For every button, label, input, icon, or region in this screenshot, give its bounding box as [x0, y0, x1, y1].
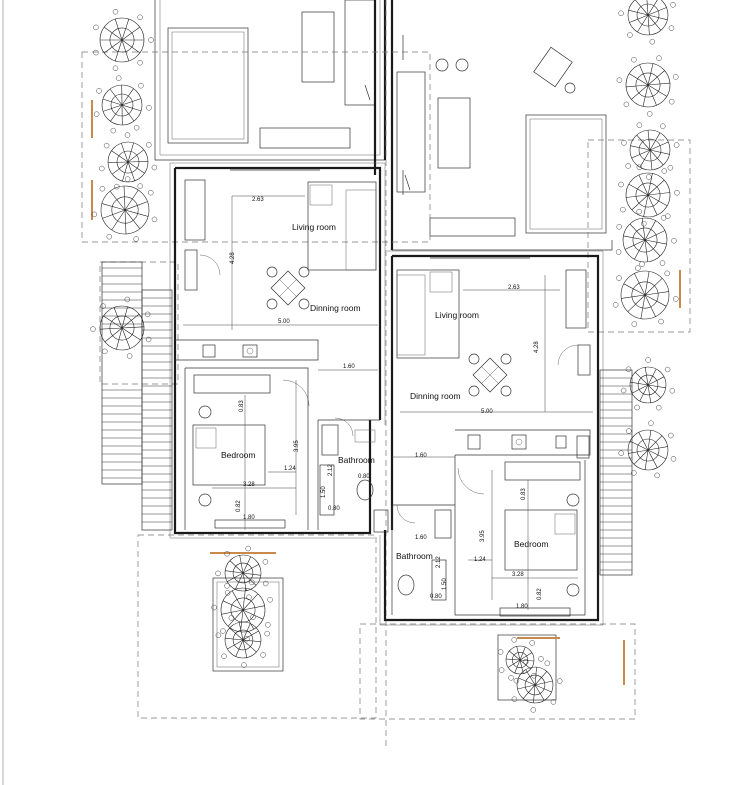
unit-a-dining-room-label: Dinning room — [310, 303, 361, 313]
unit-b-furniture — [373, 269, 591, 617]
dim-a-bed-width: 3.28 — [243, 482, 255, 488]
dim-b-bed-width: 3.28 — [512, 572, 524, 578]
unit-a-room-labels: Living room Dinning room Bedroom Bathroo… — [221, 222, 375, 465]
shrub-icon — [93, 8, 154, 72]
dim-b-living-width: 2.63 — [508, 285, 520, 291]
tree-icon — [505, 645, 535, 675]
unit-a-dimension-labels: 2.63 4.28 5.00 1.60 0.83 3.95 1.24 3.28 … — [230, 197, 370, 521]
unit-b-living-room-label: Living room — [435, 310, 479, 320]
unit-b-dining-room-label: Dinning room — [410, 391, 461, 401]
shrub-icon — [612, 261, 679, 327]
tree-icon — [99, 17, 145, 63]
tree-icon — [107, 141, 149, 183]
unit-a-dimension-lines — [183, 195, 378, 530]
unit-a-bedroom-label: Bedroom — [221, 450, 256, 460]
shrub-icon — [91, 176, 158, 242]
right-stairs — [599, 369, 633, 576]
unit-b-dimension-lines — [392, 275, 593, 610]
tree-icon — [224, 621, 262, 659]
dim-a-window-a: 0.82 — [236, 500, 242, 512]
dim-b-window-b: 0.82 — [537, 588, 543, 600]
dim-b-window-a: 1.80 — [516, 604, 528, 610]
dim-a-bed-depth: 0.83 — [239, 400, 245, 412]
landscape-trees — [90, 0, 680, 713]
dim-a-bath-b: 0.80 — [358, 474, 370, 480]
dim-a-living-width: 2.63 — [252, 197, 264, 203]
tree-icon — [516, 666, 554, 704]
tree-icon — [627, 429, 669, 471]
shrub-icon — [215, 614, 270, 668]
dim-a-bed-mid: 1.24 — [284, 466, 296, 472]
dim-b-corridor: 1.60 — [415, 453, 427, 459]
tree-icon — [629, 129, 671, 171]
dim-b-bath-c: 1.50 — [442, 578, 448, 590]
tree-icon — [629, 366, 667, 404]
dim-b-total-width: 5.00 — [481, 409, 493, 415]
unit-b-bathroom-label: Bathroom — [396, 551, 433, 561]
shrub-icon — [90, 296, 152, 359]
dim-b-bed-height: 3.95 — [480, 530, 486, 542]
unit-a-walls — [169, 162, 386, 539]
shrub-icon — [615, 208, 677, 271]
left-stairs — [101, 261, 173, 531]
dim-b-living-height: 4.28 — [534, 341, 540, 353]
dim-a-window-b: 1.80 — [243, 515, 255, 521]
tree-icon — [220, 587, 266, 633]
tree-icon — [101, 84, 143, 126]
upper-units — [154, 0, 613, 251]
dim-b-bed-depth: 0.83 — [521, 488, 527, 500]
tree-icon — [625, 62, 671, 108]
dim-b-bath-a: 1.60 — [415, 535, 427, 541]
dim-a-total-width: 5.00 — [278, 319, 290, 325]
tree-icon — [99, 305, 145, 351]
tree-icon — [224, 554, 262, 592]
shrub-icon — [508, 659, 563, 713]
shrub-icon — [621, 122, 680, 180]
tree-icon — [625, 172, 671, 218]
unit-b-room-labels: Living room Dinning room Bedroom Bathroo… — [396, 310, 549, 561]
dim-a-bed-height: 3.95 — [294, 440, 300, 452]
tree-icon — [100, 185, 150, 235]
tree-icon — [627, 0, 669, 36]
shrub-icon — [618, 164, 680, 227]
tree-icon — [620, 270, 670, 320]
shrub-icon — [618, 2, 676, 45]
shrub-icon — [99, 132, 158, 190]
shrub-icon — [93, 75, 152, 134]
dim-b-bath-b: 2.12 — [436, 556, 442, 568]
planters — [91, 100, 681, 701]
unit-a-living-room-label: Living room — [292, 222, 336, 232]
dim-b-bath-d: 0.80 — [430, 594, 442, 600]
dim-a-living-height: 4.28 — [230, 252, 236, 264]
dim-a-bath-a: 2.12 — [328, 464, 334, 476]
unit-b-walls — [379, 250, 604, 626]
shrub-icon — [211, 579, 273, 642]
unit-a-bathroom-label: Bathroom — [338, 455, 375, 465]
shrub-icon — [215, 545, 269, 601]
tree-icon — [622, 217, 668, 263]
unit-b-bedroom-label: Bedroom — [514, 539, 549, 549]
unit-b-dimension-labels: 2.63 4.28 5.00 1.60 1.60 2.12 1.50 0.80 … — [415, 285, 543, 610]
dim-b-bed-mid: 1.24 — [474, 557, 486, 563]
unit-a-furniture — [184, 179, 377, 529]
shrub-icon — [497, 637, 544, 684]
dim-a-bath-d: 0.80 — [328, 506, 340, 512]
shrub-icon — [618, 420, 677, 479]
shrub-icon — [616, 55, 679, 117]
dim-a-bath-c: 1.50 — [321, 486, 327, 498]
dim-a-corridor: 1.60 — [343, 364, 355, 370]
shrub-icon — [620, 357, 676, 411]
